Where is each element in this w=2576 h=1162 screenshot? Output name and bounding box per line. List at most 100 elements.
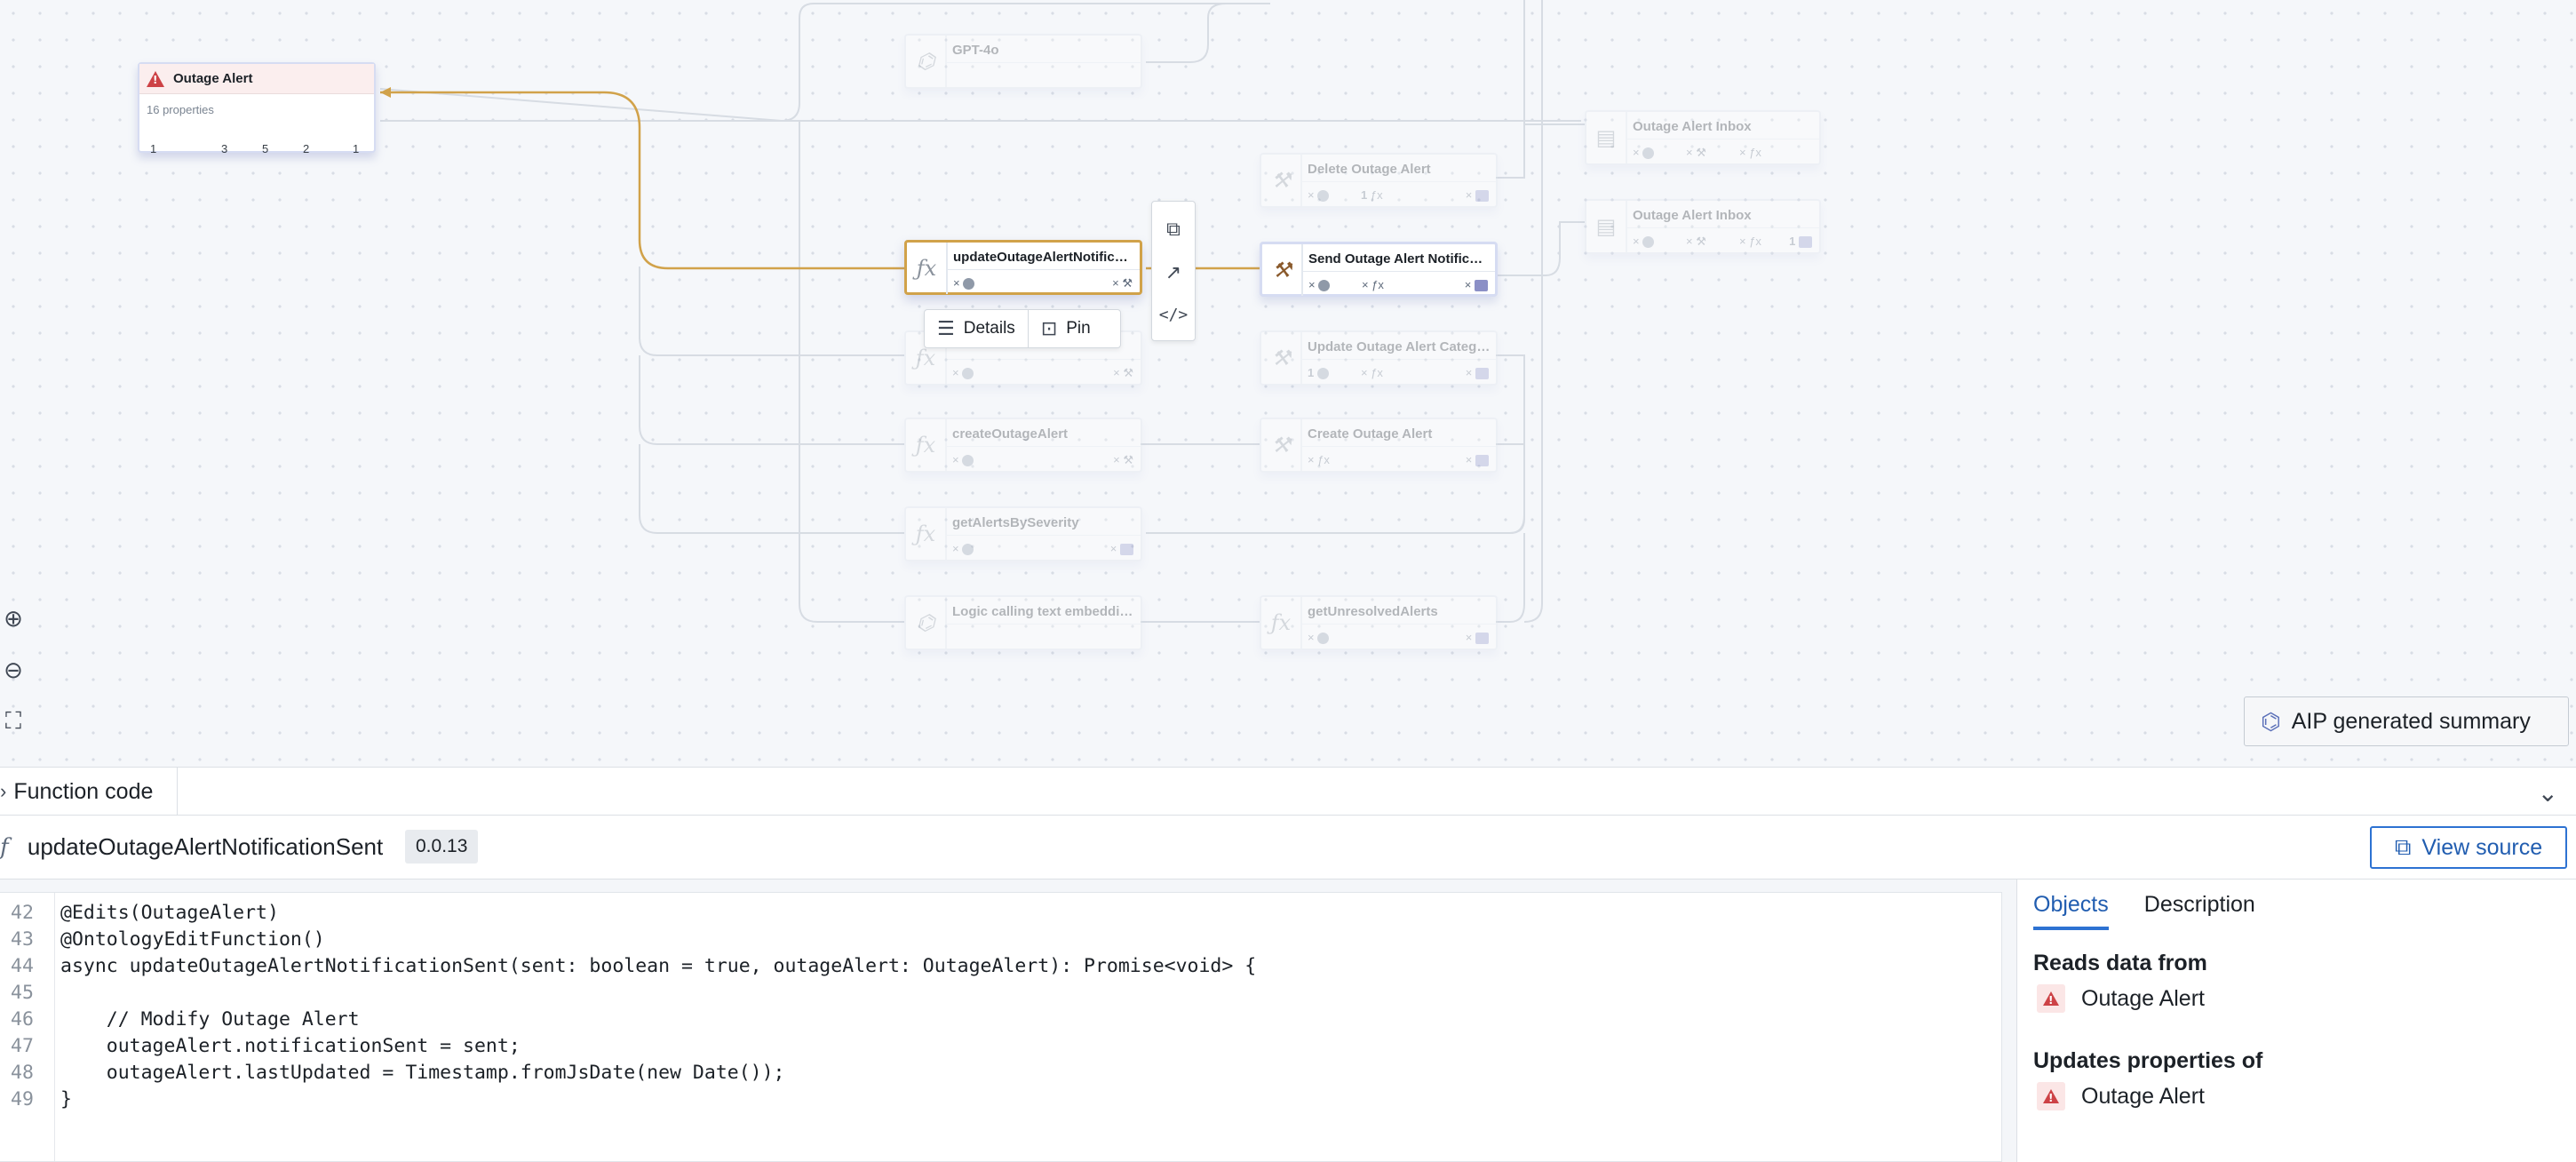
node-popover: ☰ Details ⊡ Pin — [924, 309, 1121, 348]
node-title: Outage Alert Inbox — [1633, 208, 1752, 223]
node-count: 1 — [1789, 235, 1796, 248]
node-outage-alert-inbox-2[interactable]: ▤ Outage Alert Inbox × × ⚒ × ƒx 1 — [1585, 199, 1821, 254]
open-panel-icon[interactable]: ⧉ — [1166, 217, 1181, 240]
reads-object-item[interactable]: Outage Alert — [2037, 984, 2205, 1013]
line-number-gutter — [0, 893, 55, 1161]
function-icon: ƒx — [906, 508, 947, 560]
count-actions: 3 — [221, 142, 228, 155]
node-update-outage-alert-notification-sent[interactable]: ƒx updateOutageAlertNotificatio... × × ⚒ — [904, 240, 1142, 295]
function-icon: ƒx — [907, 243, 948, 294]
count-functions: 5 — [262, 142, 269, 155]
node-count: 1 — [1308, 366, 1315, 379]
details-button[interactable]: ☰ Details — [937, 317, 1015, 339]
table-icon: ▤ — [1586, 112, 1627, 163]
line-number: 47 — [11, 1035, 34, 1057]
zoom-out-icon[interactable]: ⊖ — [4, 656, 23, 683]
arrow-up-right-icon[interactable]: ↗ — [1165, 261, 1182, 284]
warning-icon — [2043, 1089, 2059, 1104]
node-title: updateOutageAlertNotificatio... — [953, 250, 1134, 265]
line-number: 48 — [11, 1062, 34, 1084]
function-details-sidebar: Objects Description Reads data from Outa… — [2016, 879, 2576, 1162]
updates-object-item[interactable]: Outage Alert — [2037, 1082, 2205, 1110]
line-number: 42 — [11, 902, 34, 924]
node-delete-outage-alert[interactable]: ⚒ Delete Outage Alert × 1 ƒx × — [1260, 153, 1498, 208]
node-logic-calling-text-embeddings[interactable]: ⌬ Logic calling text embeddings — [904, 595, 1142, 650]
code-icon[interactable]: </> — [1158, 306, 1189, 325]
reads-heading: Reads data from — [2033, 951, 2207, 975]
node-title: Update Outage Alert Category — [1308, 339, 1491, 354]
line-number: 43 — [11, 928, 34, 951]
node-gpt-4o[interactable]: ⌬ GPT-4o — [904, 34, 1142, 89]
graph-canvas[interactable]: Outage Alert 16 properties 1 3 5 2 1 ⌬ G… — [0, 0, 2576, 767]
updates-heading: Updates properties of — [2033, 1048, 2263, 1073]
list-icon: ☰ — [937, 317, 955, 339]
node-title: Outage Alert Inbox — [1633, 119, 1752, 134]
object-node-header: Outage Alert — [139, 64, 374, 94]
function-icon: ƒx — [906, 332, 947, 384]
node-send-outage-alert-notification[interactable]: ⚒ Send Outage Alert Notificatio... × × ƒ… — [1260, 242, 1498, 297]
aip-logic-icon: ⌬ — [906, 36, 947, 87]
fit-view-icon[interactable]: ⛶ — [4, 707, 22, 734]
node-title: Logic calling text embeddings — [952, 604, 1135, 619]
node-title: createOutageAlert — [952, 426, 1069, 442]
zoom-in-icon[interactable]: ⊕ — [4, 604, 23, 632]
node-create-outage-alert-function[interactable]: ƒx createOutageAlert × × ⚒ — [904, 418, 1142, 473]
object-node-title: Outage Alert — [173, 71, 253, 86]
aip-summary-button[interactable]: ⌬ AIP generated summary — [2244, 696, 2569, 746]
node-title: getAlertsBySeverity — [952, 515, 1079, 530]
hammer-icon: ⚒ — [1261, 332, 1302, 384]
chevron-right-icon: › — [0, 780, 7, 802]
node-title: GPT-4o — [952, 43, 999, 58]
count-logic: 2 — [303, 142, 310, 155]
node-title: Delete Outage Alert — [1308, 162, 1431, 177]
hammer-icon: ⚒ — [1262, 244, 1303, 296]
warning-icon — [147, 70, 164, 87]
hammer-icon: ⚒ — [1261, 419, 1302, 471]
pin-icon: ⊡ — [1040, 317, 1058, 339]
node-action-toolbar: ⧉ ↗ </> — [1151, 201, 1196, 341]
tab-function-code[interactable]: › Function code — [0, 768, 178, 816]
function-icon: ƒx — [1261, 597, 1302, 649]
code-line: } — [60, 1088, 72, 1110]
code-line: async updateOutageAlertNotificationSent(… — [60, 955, 1257, 977]
node-get-unresolved-alerts[interactable]: ƒx getUnresolvedAlerts × × — [1260, 595, 1498, 650]
tab-description[interactable]: Description — [2143, 892, 2255, 917]
table-icon: ▤ — [1586, 201, 1627, 252]
code-line: @Edits(OutageAlert) — [60, 902, 279, 924]
function-icon: ƒx — [906, 419, 947, 471]
object-node-properties: 16 properties — [147, 103, 214, 116]
line-number: 49 — [11, 1088, 34, 1110]
panel-header-bar: › Function code ⌄ — [0, 767, 2576, 816]
tab-objects[interactable]: Objects — [2033, 892, 2109, 930]
count-links: 1 — [150, 142, 157, 155]
view-source-button[interactable]: ⧉ View source — [2370, 826, 2567, 869]
object-node-outage-alert[interactable]: Outage Alert 16 properties 1 3 5 2 1 — [138, 62, 376, 155]
function-icon: ƒ — [0, 834, 9, 861]
code-line: @OntologyEditFunction() — [60, 928, 325, 951]
node-get-alerts-by-severity[interactable]: ƒx getAlertsBySeverity × × — [904, 506, 1142, 561]
node-create-outage-alert-action[interactable]: ⚒ Create Outage Alert × ƒx × — [1260, 418, 1498, 473]
function-header: ƒ updateOutageAlertNotificationSent 0.0.… — [0, 816, 2576, 879]
count-inbox: 1 — [353, 142, 360, 155]
pin-button[interactable]: ⊡ Pin — [1027, 310, 1103, 347]
node-title: Send Outage Alert Notificatio... — [1308, 251, 1490, 267]
node-title: getUnresolvedAlerts — [1308, 604, 1438, 619]
line-number: 45 — [11, 982, 34, 1004]
collapse-panel-icon[interactable]: ⌄ — [2537, 779, 2558, 807]
node-title: Create Outage Alert — [1308, 426, 1433, 442]
graph-edges — [379, 0, 1585, 623]
code-line: outageAlert.notificationSent = sent; — [60, 1035, 521, 1057]
line-number: 46 — [11, 1008, 34, 1031]
node-count: 1 — [1361, 188, 1368, 202]
hammer-icon: ⚒ — [1261, 155, 1302, 206]
aip-logic-icon: ⌬ — [906, 597, 947, 649]
version-badge: 0.0.13 — [405, 830, 479, 864]
line-number: 44 — [11, 955, 34, 977]
node-outage-alert-inbox-1[interactable]: ▤ Outage Alert Inbox × × ⚒ × ƒx — [1585, 110, 1821, 165]
warning-icon — [2043, 991, 2059, 1007]
node-update-outage-alert-category[interactable]: ⚒ Update Outage Alert Category 1 × ƒx × — [1260, 330, 1498, 386]
code-line: outageAlert.lastUpdated = Timestamp.from… — [60, 1062, 785, 1084]
aip-icon: ⌬ — [2261, 707, 2281, 735]
code-viewer[interactable]: 42 43 44 45 46 47 48 49 @Edits(OutageAle… — [0, 892, 2002, 1162]
function-name: updateOutageAlertNotificationSent — [27, 833, 384, 860]
